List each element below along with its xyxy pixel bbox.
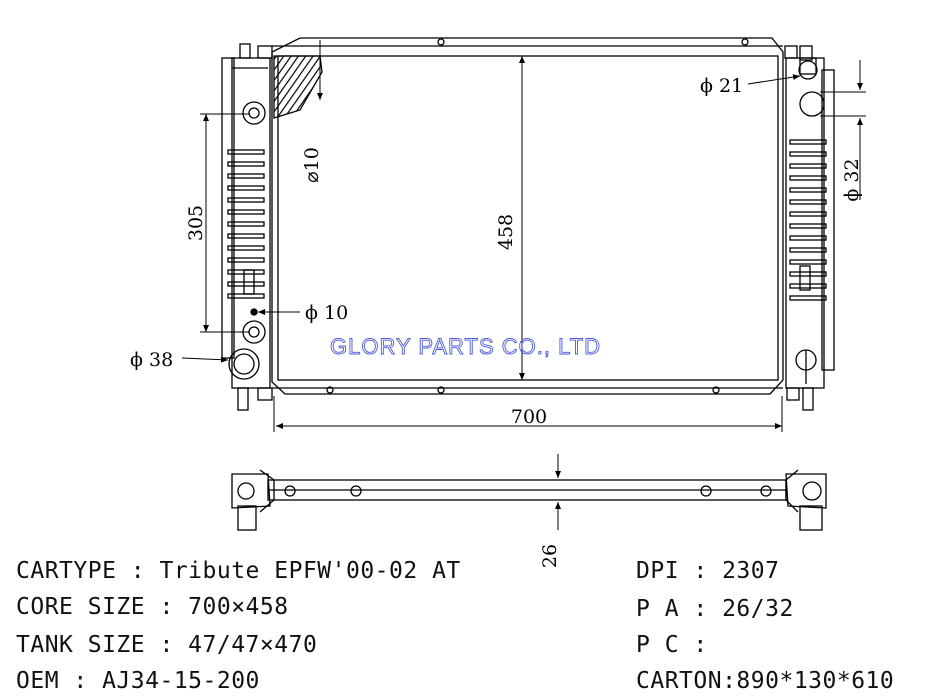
outlet-pipe [799,91,825,117]
tank-rib [789,139,827,145]
tank-rib [227,281,265,287]
tank-rib [227,197,265,203]
tank-rib [789,235,827,241]
tank-rib [227,209,265,215]
spec-pa: P A : 26/32 [636,596,794,622]
spec-cartype: CARTYPE : Tribute EPFW'00-02 AT [16,558,461,584]
tank-rib [789,175,827,181]
front-view [221,37,835,411]
tank-rib [227,149,265,155]
filler-cap [798,60,818,80]
tank-rib [789,271,827,277]
tank-rib [227,161,265,167]
dim-bracket-spacing-label: 305 [185,205,207,241]
fitting-upper-left [242,101,266,125]
tank-rib [789,295,827,301]
spec-tank-size: TANK SIZE : 47/47×470 [16,632,318,658]
tank-rib [227,173,265,179]
tank-rib [789,247,827,253]
spec-oem: OEM : AJ34-15-200 [16,668,260,694]
dim-width-label: 700 [511,406,547,428]
dim-cap-label: ϕ 21 [700,75,743,97]
drain-plug [250,308,258,316]
core-outline [271,37,784,395]
dim-inlet-label: ϕ 38 [130,349,173,371]
left-tank [221,43,273,411]
dimension-lines [181,40,866,432]
tank-rib [789,259,827,265]
right-tank-ribs [789,139,827,301]
tank-rib [789,223,827,229]
left-tank-ribs [227,149,265,299]
dim-pipe-small-label: ⌀10 [301,147,323,183]
spec-pc: P C : [636,632,708,658]
spec-dpi: DPI : 2307 [636,558,780,584]
tank-rib [789,283,827,289]
dim-thickness-label: 26 [539,544,561,568]
tank-rib [789,163,827,169]
dim-height-label: 458 [495,214,517,250]
fin-hatch [273,55,323,119]
tank-rib [789,211,827,217]
core-inner [277,55,779,381]
tank-rib [227,221,265,227]
spec-core-size: CORE SIZE : 700×458 [16,594,289,620]
tank-rib [227,185,265,191]
inlet-pipe [228,348,260,380]
tank-rib [227,233,265,239]
dim-drain-label: ϕ 10 [305,302,348,324]
side-view [231,469,827,531]
watermark: GLORY PARTS CO., LTD [330,334,601,359]
tank-rib [789,187,827,193]
tank-rib [227,257,265,263]
dim-outlet-label: ϕ 32 [841,158,863,201]
tank-rib [227,245,265,251]
tank-rib [789,199,827,205]
spec-carton: CARTON:890*130*610 [636,668,895,694]
tank-rib [789,151,827,157]
